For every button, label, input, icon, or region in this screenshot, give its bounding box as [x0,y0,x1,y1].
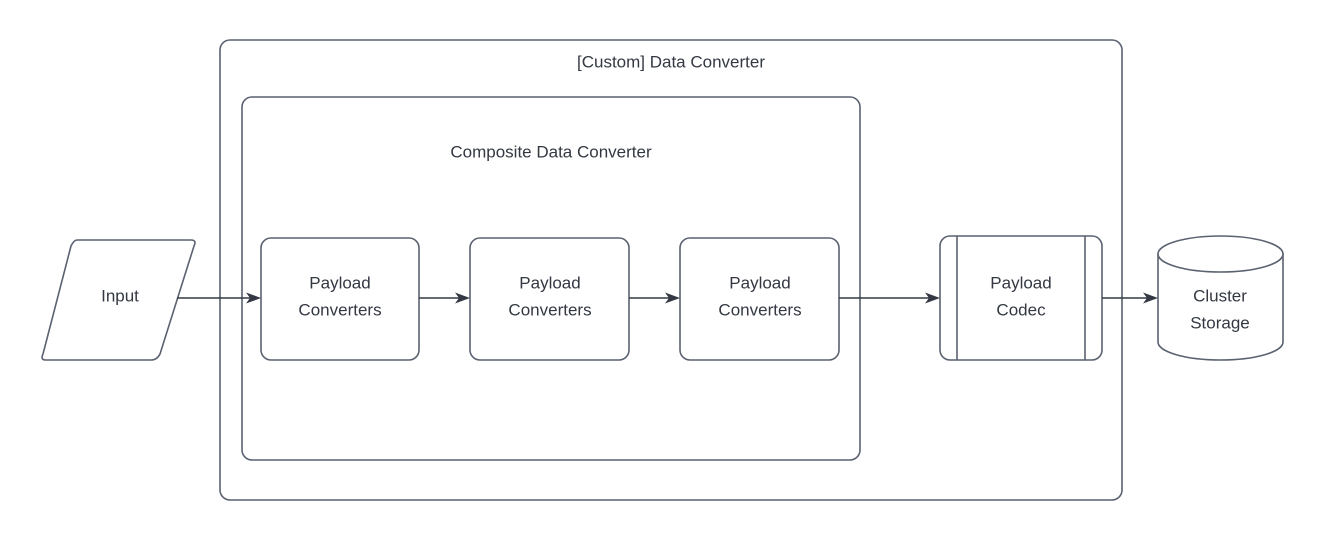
node-cluster-storage[interactable] [1157,253,1284,361]
node-payload-converters-2-label-line2: Converters [508,300,591,319]
edge-payload-converters-3-to-payload-codec [839,292,940,304]
node-payload-converters-1-label-line2: Converters [298,300,381,319]
node-payload-converters-1-label-line1: Payload [309,273,370,292]
node-payload-converters-2-label-line1: Payload [519,273,580,292]
node-cluster-storage-label-line2: Storage [1190,313,1250,332]
arrowhead-icon [665,292,680,304]
node-payload-converters-3-label-line1: Payload [729,273,790,292]
node-payload-converters-3[interactable] [679,237,840,361]
node-payload-converters-1[interactable] [260,237,420,361]
node-payload-codec-label-line2: Codec [996,300,1046,319]
arrowhead-icon [455,292,470,304]
edge-payload-converters-2-to-3 [629,292,680,304]
node-payload-converters-2[interactable] [469,237,630,361]
edge-input-to-payload-converters-1 [177,292,261,304]
edge-payload-converters-1-to-2 [419,292,470,304]
node-cluster-storage-top-ellipse [1157,235,1284,273]
node-cluster-storage-label-line1: Cluster [1193,286,1247,305]
node-payload-codec-label-line1: Payload [990,273,1051,292]
node-input[interactable] [41,239,196,361]
node-input-label: Input [101,286,139,305]
container-composite-data-converter-label: Composite Data Converter [450,142,652,161]
edge-payload-codec-to-cluster-storage [1102,292,1158,304]
container-custom-data-converter-label: [Custom] Data Converter [577,52,765,71]
arrowhead-icon [1143,292,1158,304]
node-payload-converters-3-label-line2: Converters [718,300,801,319]
node-payload-codec[interactable] [939,235,1103,361]
arrowhead-icon [246,292,261,304]
arrowhead-icon [925,292,940,304]
